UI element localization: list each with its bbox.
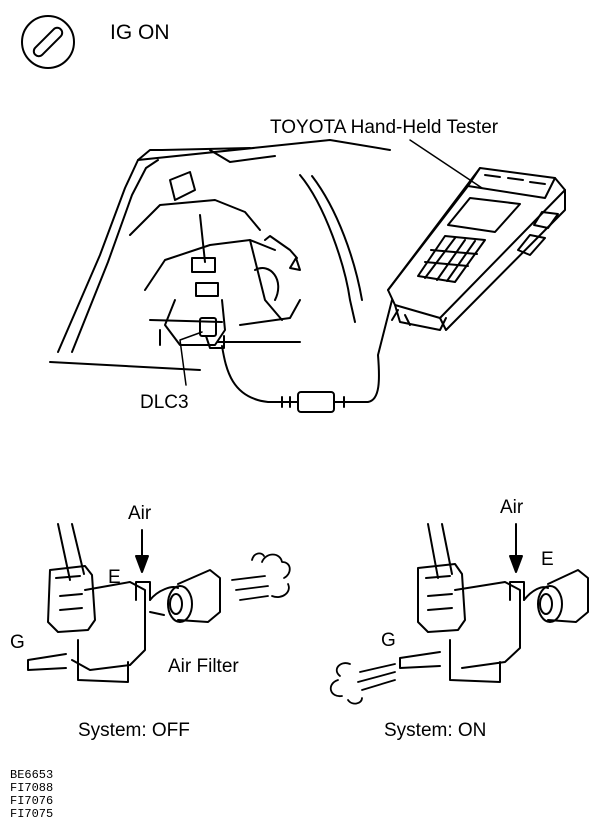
dlc3-label: DLC3 <box>140 392 189 413</box>
g-label-on: G <box>381 630 396 651</box>
e-label-off: E <box>108 567 121 588</box>
system-on-caption: System: ON <box>384 720 487 741</box>
tester-cable <box>221 299 393 413</box>
dashboard-illustration <box>49 139 391 371</box>
figure-code: FI7088 <box>10 781 54 795</box>
figure-code: FI7075 <box>10 807 54 821</box>
air-label-off: Air <box>128 503 152 524</box>
vsv-valve-off <box>27 523 221 683</box>
dlc3-connector <box>179 317 225 386</box>
e-label-on: E <box>541 549 554 570</box>
ig-on-label: IG ON <box>110 21 170 44</box>
air-arrow-off <box>135 529 149 573</box>
ignition-key-icon <box>21 15 75 69</box>
tester-leader-line <box>409 139 483 189</box>
tester-label: TOYOTA Hand-Held Tester <box>270 117 499 138</box>
system-off-caption: System: OFF <box>78 720 190 741</box>
figure-code: FI7076 <box>10 794 54 808</box>
air-arrow-on <box>509 523 523 573</box>
air-puff-on <box>329 662 396 705</box>
figure-codes: BE6653 FI7088 FI7076 FI7075 <box>10 769 53 821</box>
air-puff-off <box>231 552 291 601</box>
air-label-on: Air <box>500 497 524 518</box>
air-filter-label: Air Filter <box>168 656 239 677</box>
vsv-valve-on <box>399 523 589 683</box>
g-label-off: G <box>10 632 25 653</box>
figure-code: BE6653 <box>10 768 54 782</box>
hand-held-tester <box>387 167 566 331</box>
